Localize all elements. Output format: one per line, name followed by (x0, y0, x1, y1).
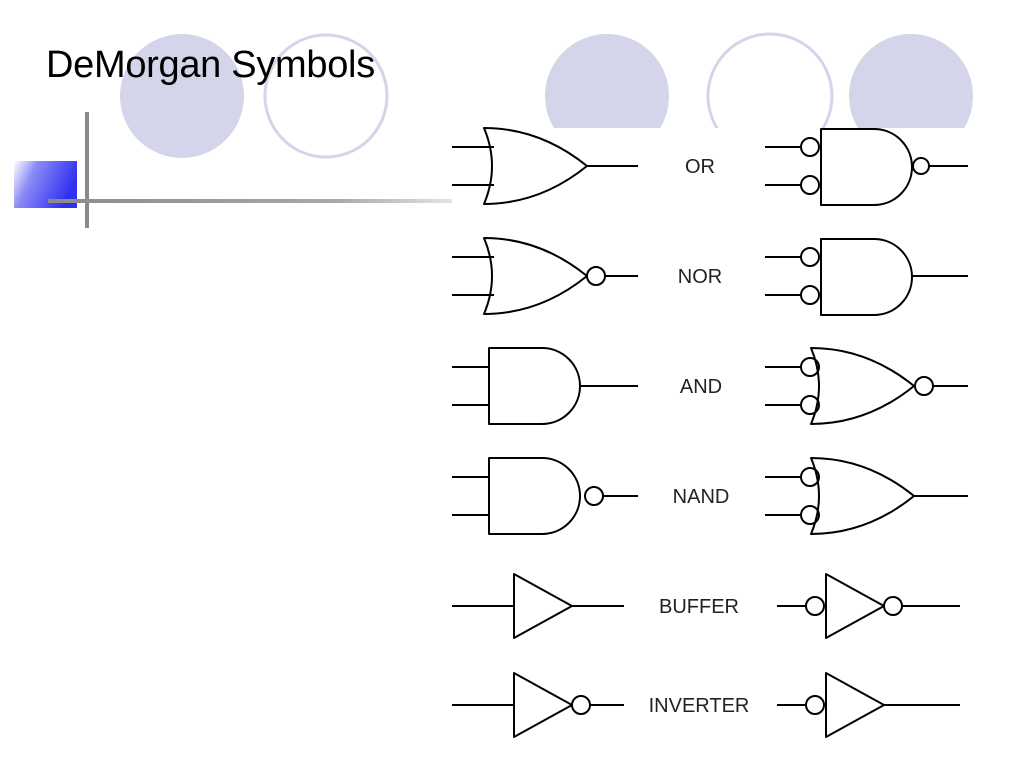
deco-circle-filled-2 (545, 34, 669, 158)
inverter-symbol (452, 672, 624, 738)
nor-gate-symbol (452, 237, 638, 315)
vertical-rule (85, 112, 89, 228)
deco-circle-filled-3 (849, 34, 973, 158)
or-bubbled-inputs-symbol (765, 457, 968, 535)
gate-label-buffer: BUFFER (659, 596, 739, 618)
or-gate-symbol (452, 127, 638, 205)
gate-label-nand: NAND (673, 486, 730, 508)
nor-bubbled-inputs-symbol (765, 347, 968, 425)
nand-bubbled-inputs-symbol (765, 128, 968, 206)
deco-circle-outline-1 (263, 33, 389, 159)
deco-circle-filled-1 (120, 34, 244, 158)
horizontal-rule (48, 199, 458, 203)
slide-title: DeMorgan Symbols (46, 44, 375, 86)
gate-label-inverter: INVERTER (649, 695, 750, 717)
gate-label-nor: NOR (678, 266, 722, 288)
diagram-background (452, 128, 1024, 768)
gate-label-or: OR (685, 156, 715, 178)
nand-gate-symbol (452, 457, 638, 535)
and-bubbled-inputs-symbol (765, 238, 968, 316)
gate-label-and: AND (680, 376, 722, 398)
and-gate-symbol (452, 347, 638, 425)
buffer-symbol (452, 573, 624, 639)
buffer-bubbled-input-symbol (777, 672, 960, 738)
inverter-bubbled-input-symbol (777, 573, 960, 639)
